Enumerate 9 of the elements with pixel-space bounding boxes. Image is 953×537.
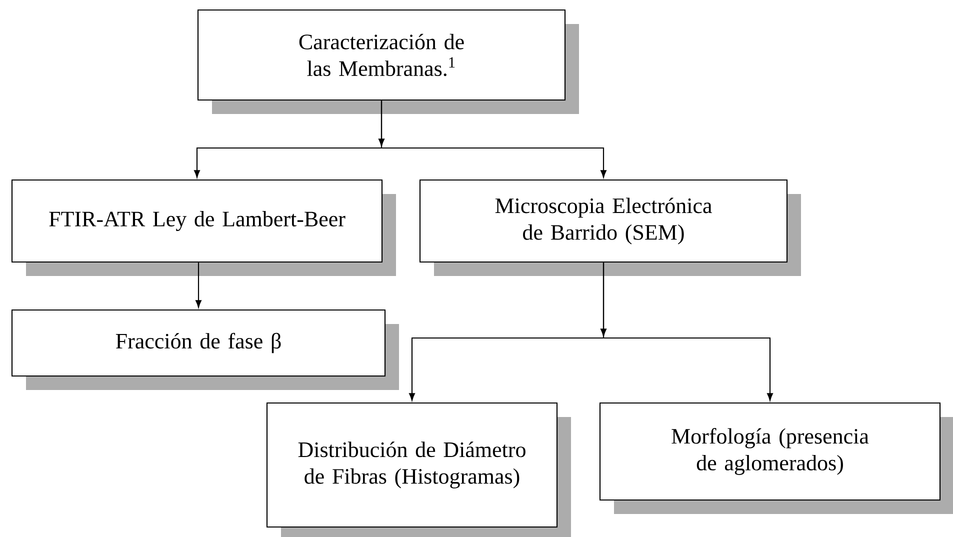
process-box: Morfología (presencia de aglomerados) — [599, 402, 953, 514]
arrow — [196, 262, 202, 308]
process-box: Caracterización de las Membranas.$^{1}$ — [197, 9, 579, 114]
process-box: Distribución de Diámetro de Fibras (Histogramas) — [266, 402, 571, 537]
process-box: Microscopia Electrónica de Barrido (SEM) — [419, 179, 801, 276]
arrow — [380, 100, 606, 178]
process-box: Fracción de fase β — [11, 309, 399, 390]
arrow — [602, 262, 773, 401]
process-box: FTIR-ATR Ley de Lambert-Beer — [11, 179, 396, 276]
